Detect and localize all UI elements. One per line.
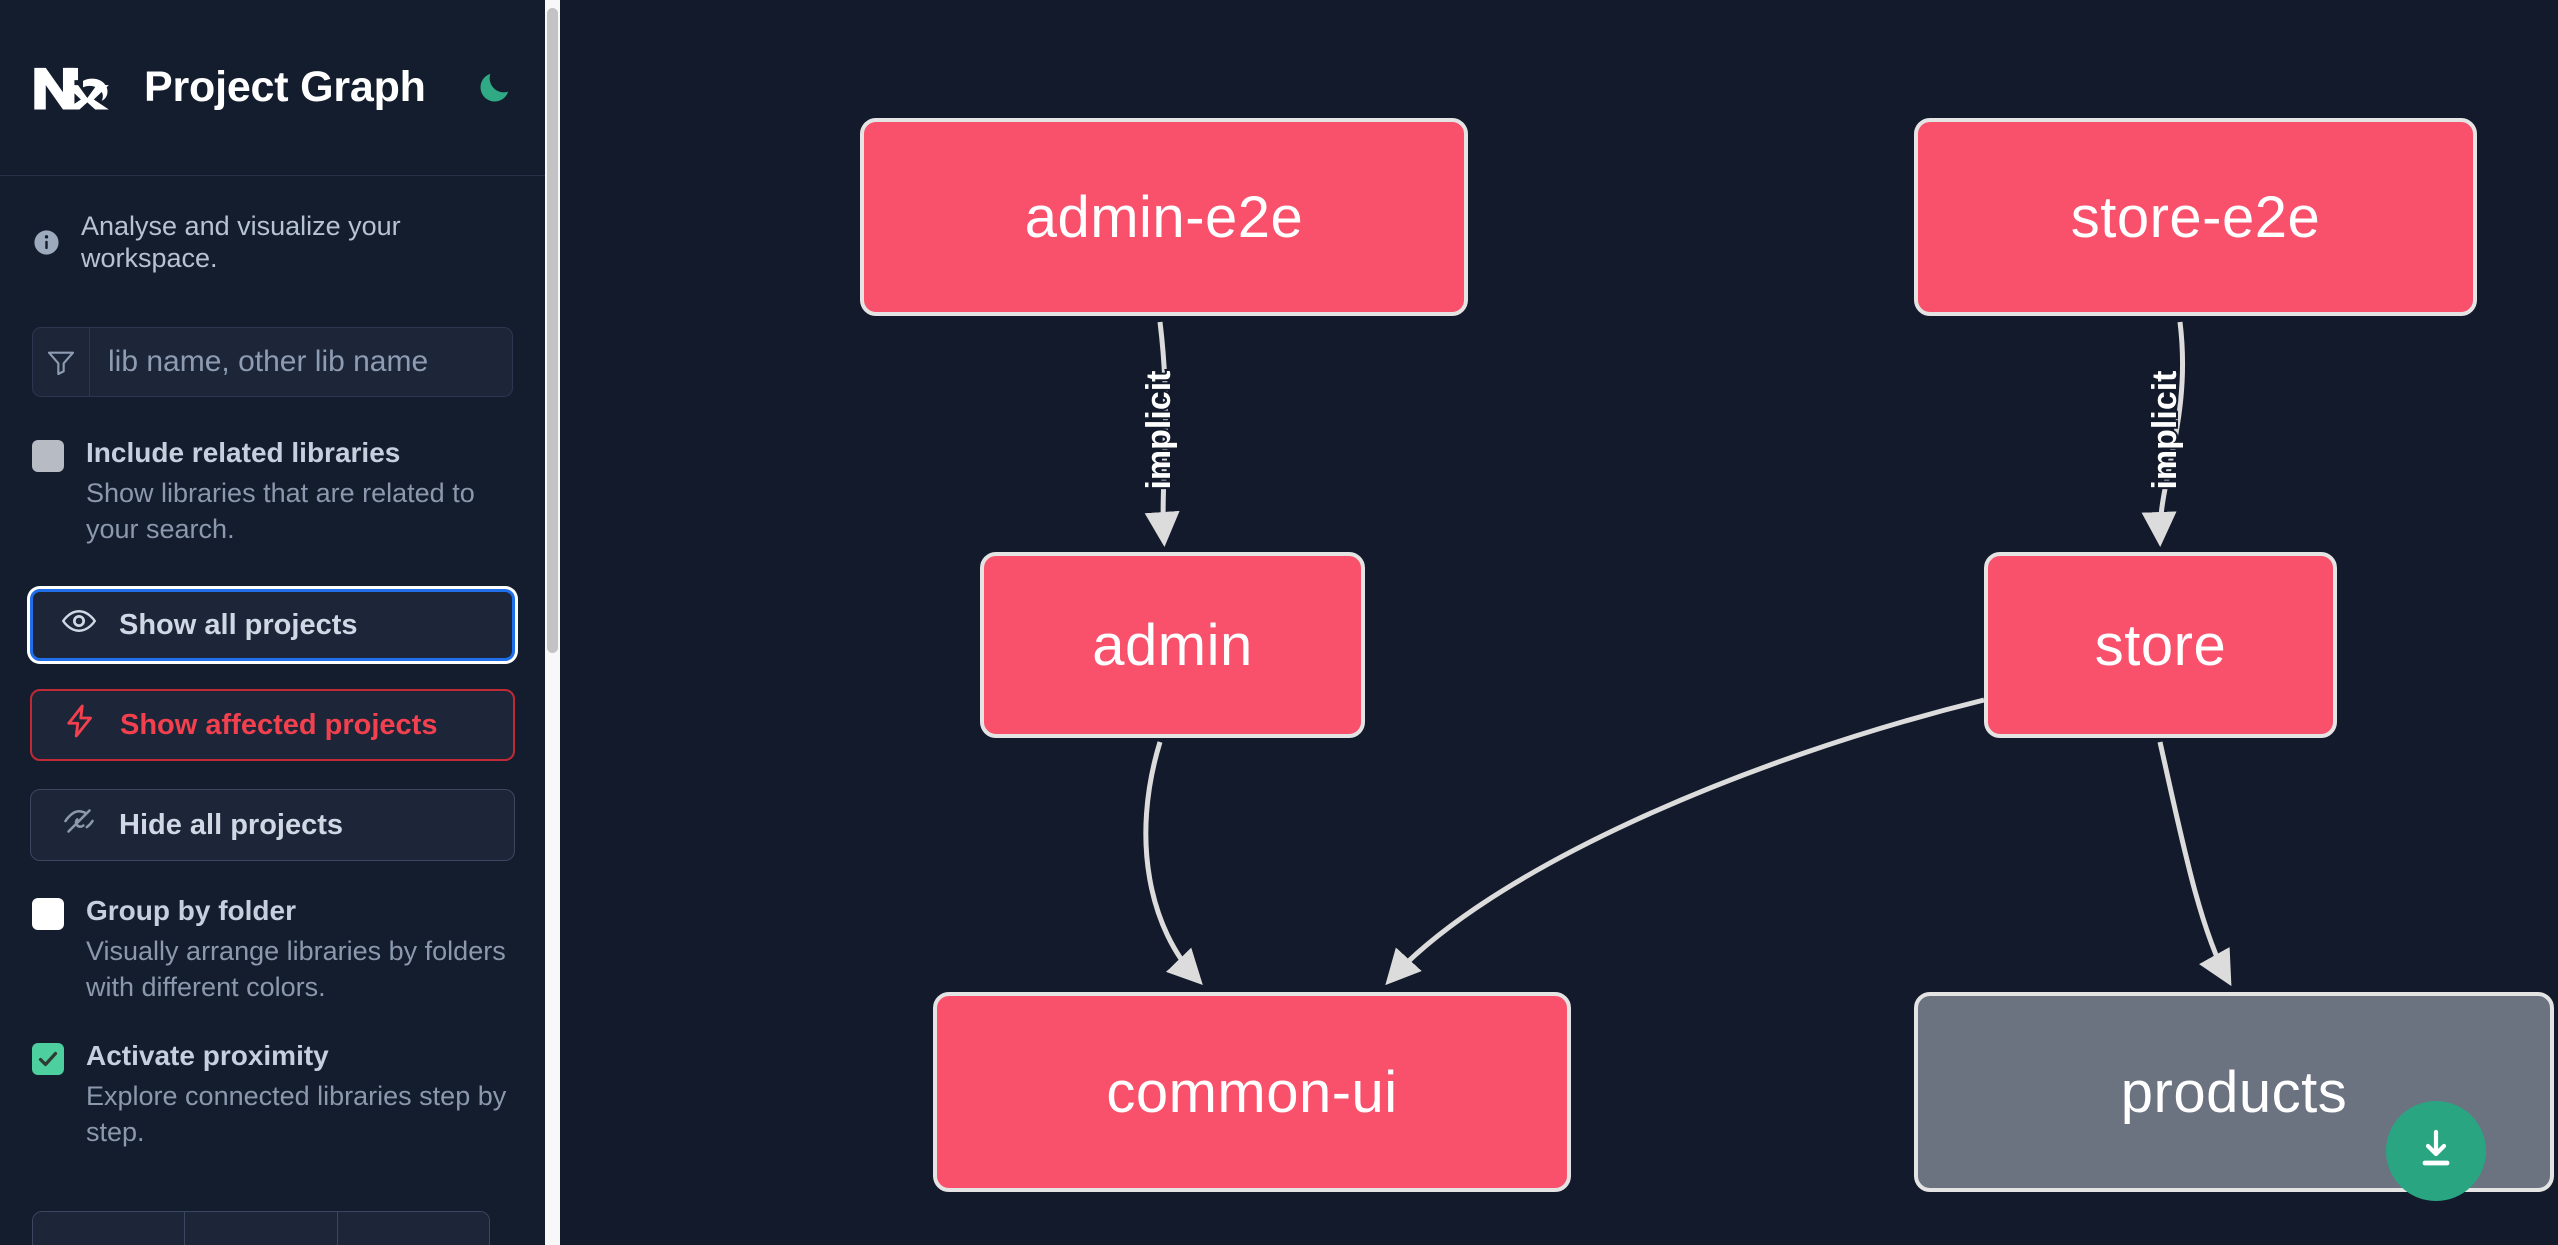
graph-node-label: store-e2e xyxy=(2070,184,2321,250)
eye-icon xyxy=(61,603,97,647)
activate-proximity-description: Explore connected libraries step by step… xyxy=(86,1080,507,1147)
checkbox-include-related-libraries[interactable]: Include related libraries Show libraries… xyxy=(0,435,545,548)
nx-logo xyxy=(30,59,116,117)
show-all-projects-button[interactable]: Show all projects xyxy=(30,589,515,662)
checkbox-activate-proximity[interactable]: Activate proximity Explore connected lib… xyxy=(0,1038,545,1151)
checkbox-group-by-folder[interactable]: Group by folder Visually arrange librari… xyxy=(0,893,545,1006)
graph-node-label: admin-e2e xyxy=(1024,184,1304,250)
edge-store-to-common-ui xyxy=(1385,697,1985,986)
download-graph-button[interactable] xyxy=(2386,1101,2486,1201)
graph-node-admin-e2e[interactable]: admin-e2e xyxy=(860,118,1468,316)
sidebar-header: Project Graph xyxy=(0,0,545,176)
group-by-folder-label: Group by folder xyxy=(86,895,296,927)
include-related-libraries-checkbox[interactable] xyxy=(32,439,64,472)
graph-node-common-ui[interactable]: common-ui xyxy=(933,992,1571,1192)
check-icon xyxy=(38,1051,58,1067)
include-related-libraries-label: Include related libraries xyxy=(86,436,401,468)
activate-proximity-checkbox[interactable] xyxy=(32,1043,64,1076)
show-affected-projects-label: Show affected projects xyxy=(120,708,438,741)
show-all-projects-label: Show all projects xyxy=(119,608,358,641)
sidebar-scrollbar-thumb[interactable] xyxy=(547,8,558,653)
eye-off-icon xyxy=(61,803,97,847)
edge-store-e2e-to-store xyxy=(2141,321,2186,547)
project-graph-canvas[interactable]: implicit implicit admin-e2e store-e2e ad… xyxy=(560,0,2558,1245)
graph-node-store-e2e[interactable]: store-e2e xyxy=(1914,118,2477,316)
info-icon xyxy=(32,228,61,257)
search-input[interactable] xyxy=(90,327,512,396)
page-title: Project Graph xyxy=(144,63,426,111)
tab-group-segment-1[interactable] xyxy=(33,1212,186,1245)
edge-label-implicit-store: implicit xyxy=(2146,370,2184,489)
include-related-libraries-description: Show libraries that are related to your … xyxy=(86,477,475,544)
graph-node-label: store xyxy=(2094,612,2227,678)
project-visibility-buttons: Show all projects Show affected projects xyxy=(0,589,545,862)
graph-edges-layer: implicit implicit xyxy=(1138,321,2232,987)
edge-admin-e2e-to-admin xyxy=(1144,321,1180,547)
show-affected-projects-button[interactable]: Show affected projects xyxy=(30,689,515,762)
sidebar-scrollbar[interactable] xyxy=(545,0,560,1245)
group-by-folder-description: Visually arrange libraries by folders wi… xyxy=(86,936,506,1003)
hide-all-projects-button[interactable]: Hide all projects xyxy=(30,789,515,862)
sidebar-content: Project Graph Analyse and visualize yo xyxy=(0,0,545,1245)
hide-all-projects-label: Hide all projects xyxy=(119,808,344,841)
edge-store-to-products xyxy=(2157,741,2232,987)
tab-group-partial[interactable] xyxy=(32,1211,490,1245)
tab-group-segment-2[interactable] xyxy=(185,1212,338,1245)
edge-admin-to-common-ui xyxy=(1143,741,1203,986)
graph-node-store[interactable]: store xyxy=(1984,552,2337,738)
lightning-bolt-icon xyxy=(62,703,98,747)
workspace-info-text: Analyse and visualize your workspace. xyxy=(81,211,401,274)
sidebar: Project Graph Analyse and visualize yo xyxy=(0,0,560,1245)
activate-proximity-label: Activate proximity xyxy=(86,1040,329,1072)
graph-node-label: common-ui xyxy=(1106,1059,1398,1125)
search-bar xyxy=(32,326,513,397)
group-by-folder-checkbox[interactable] xyxy=(32,898,64,931)
edge-labels-layer: implicit implicit xyxy=(1138,368,2186,491)
moon-icon[interactable] xyxy=(468,62,520,114)
graph-node-admin[interactable]: admin xyxy=(980,552,1365,738)
filter-funnel-icon[interactable] xyxy=(33,327,90,396)
download-icon xyxy=(2412,1125,2460,1178)
edge-label-implicit-admin: implicit xyxy=(1140,370,1178,489)
graph-node-label: products xyxy=(2120,1059,2348,1125)
graph-node-label: admin xyxy=(1092,612,1253,678)
tab-group-segment-3[interactable] xyxy=(337,1212,489,1245)
workspace-info: Analyse and visualize your workspace. xyxy=(0,176,545,275)
